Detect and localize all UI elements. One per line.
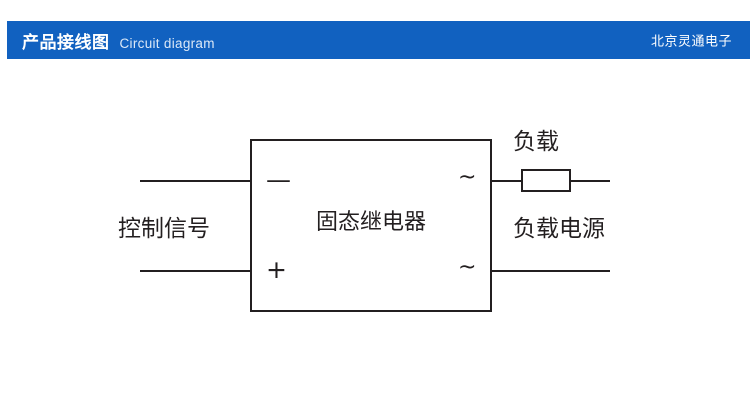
wire-load-right [571,180,610,182]
page-header: 产品接线图 Circuit diagram 北京灵通电子 [0,21,750,59]
solid-state-relay-box [250,139,492,312]
terminal-ac-bottom-symbol: ~ [458,255,477,280]
solid-state-relay-label: 固态继电器 [315,210,426,235]
terminal-positive-symbol: + [266,255,287,284]
wire-load-left [491,180,521,182]
header-title-group: 产品接线图 Circuit diagram [22,28,215,53]
label-load: 负载 [513,129,559,155]
label-control-signal: 控制信号 [118,216,210,242]
page-title-cn: 产品接线图 [22,32,110,52]
terminal-negative-symbol: — [266,165,291,194]
wire-load-power-return [491,270,610,272]
label-load-power: 负载电源 [513,216,605,242]
terminal-ac-top-symbol: ~ [458,165,477,190]
diagram-canvas: 固态继电器 — + ~ ~ 控制信号 负载 负载电源 [0,59,750,412]
wire-control-signal-positive [140,270,251,272]
page-title-en: Circuit diagram [119,35,215,51]
wire-control-signal-negative [140,180,251,182]
brand-name: 北京灵通电子 [650,33,732,49]
header-accent-bar [0,21,7,59]
load-resistor-symbol [521,169,571,192]
